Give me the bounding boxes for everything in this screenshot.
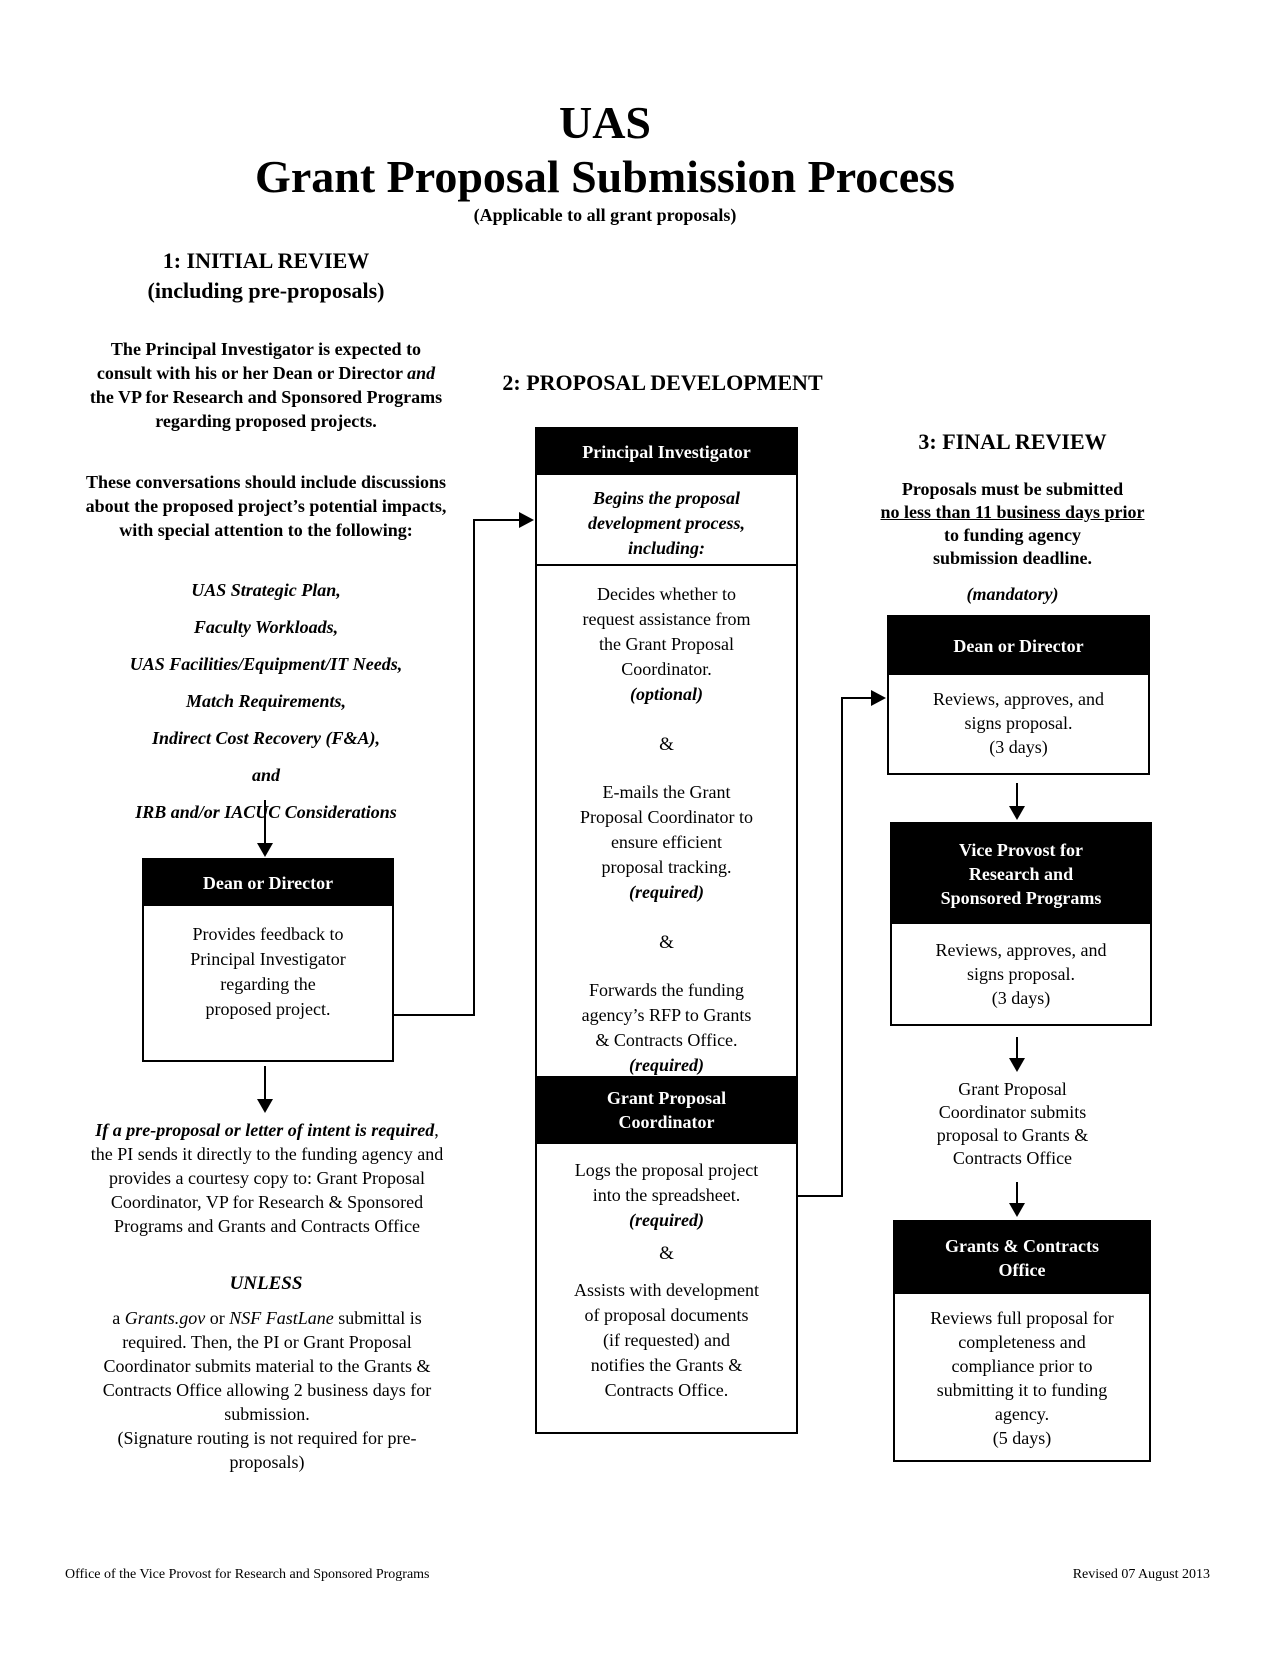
down-arrow-icon	[264, 1066, 266, 1100]
grants-gov-para-mid: or	[205, 1308, 230, 1328]
footer-office-label: Office of the Vice Provost for Research …	[65, 1567, 430, 1582]
step-decides-tag: (optional)	[629, 684, 703, 704]
notice-line: submission deadline.	[932, 548, 1093, 568]
down-arrow-icon	[1016, 1037, 1018, 1059]
amp-separator: &	[659, 932, 674, 953]
dean-director-box: Dean or Director Provides feedback to Pr…	[142, 858, 394, 1062]
submission-deadline-notice: Proposals must be submitted no less than…	[840, 478, 1185, 570]
grants-gov-para: a Grants.gov or NSF FastLane submittal i…	[88, 1306, 446, 1474]
down-arrow-icon	[1009, 1203, 1025, 1217]
grants-contracts-box-header: Grants & Contracts Office	[895, 1222, 1149, 1294]
mandatory-label: (mandatory)	[966, 584, 1059, 604]
consideration-item: Match Requirements,	[185, 691, 346, 711]
consideration-item: UAS Strategic Plan,	[191, 580, 341, 600]
connector-arrow-icon	[519, 512, 534, 528]
grants-contracts-box: Grants & Contracts Office Reviews full p…	[893, 1220, 1151, 1462]
connector-arrow-icon	[871, 690, 886, 706]
section-2-heading: 2: PROPOSAL DEVELOPMENT	[502, 370, 823, 395]
document-title-line2: Grant Proposal Submission Process	[255, 151, 955, 202]
down-arrow-icon	[264, 800, 266, 844]
connector-line	[473, 519, 520, 521]
connector-line	[841, 697, 872, 699]
grants-gov-para-pre: a	[112, 1308, 125, 1328]
final-dean-box-body: Reviews, approves, and signs proposal. (…	[933, 689, 1104, 757]
consideration-item: IRB and/or IACUC Considerations	[135, 802, 397, 822]
down-arrow-icon	[1016, 1182, 1018, 1204]
considerations-list: UAS Strategic Plan, Faculty Workloads, U…	[85, 578, 447, 837]
connector-line	[841, 697, 843, 1197]
gpc-box-header: Grant Proposal Coordinator	[537, 1076, 796, 1144]
section-1-heading-line1: 1: INITIAL REVIEW	[162, 248, 370, 273]
section-3-heading: 3: FINAL REVIEW	[918, 429, 1107, 454]
footer-revised-date: Revised 07 August 2013	[1072, 1567, 1210, 1582]
unless-label: UNLESS	[229, 1273, 303, 1294]
final-dean-box-header: Dean or Director	[889, 617, 1148, 675]
amp-separator: &	[659, 1243, 674, 1264]
connector-line	[473, 519, 475, 1016]
para-conversations: These conversations should include discu…	[85, 472, 447, 540]
principal-investigator-box-header: Principal Investigator	[537, 429, 796, 475]
para-consult-emphasis: and	[407, 363, 436, 383]
down-arrow-icon	[257, 1099, 273, 1113]
vice-provost-box-body: Reviews, approves, and signs proposal. (…	[935, 940, 1107, 1008]
nsf-fastlane-label: NSF FastLane	[229, 1308, 334, 1328]
down-arrow-icon	[1009, 806, 1025, 820]
section-1-heading-line2: (including pre-proposals)	[147, 278, 385, 303]
consideration-item: Faculty Workloads,	[193, 617, 339, 637]
consideration-item: Indirect Cost Recovery (F&A),	[152, 728, 380, 748]
step-logs-tag: (required)	[629, 1210, 704, 1230]
grants-gov-para-post: submittal is required. Then, the PI or G…	[102, 1308, 432, 1472]
section-1-heading: 1: INITIAL REVIEW (including pre-proposa…	[85, 246, 447, 306]
gpc-steps: Logs the proposal project into the sprea…	[537, 1144, 796, 1432]
step-assists: Assists with development of proposal doc…	[574, 1280, 759, 1400]
connector-line	[797, 1195, 843, 1197]
step-logs: Logs the proposal project into the sprea…	[574, 1160, 759, 1205]
document-subtitle: (Applicable to all grant proposals)	[473, 205, 737, 225]
dean-director-box-body: Provides feedback to Principal Investiga…	[190, 924, 346, 1019]
pre-proposal-para-emphasis: If a pre-proposal or letter of intent is…	[95, 1120, 435, 1140]
final-dean-box: Dean or Director Reviews, approves, and …	[887, 615, 1150, 775]
step-emails: E-mails the Grant Proposal Coordinator t…	[580, 782, 753, 877]
vice-provost-box-header: Vice Provost for Research and Sponsored …	[892, 824, 1150, 924]
step-emails-tag: (required)	[629, 882, 704, 902]
pi-steps: Decides whether to request assistance fr…	[537, 566, 796, 1076]
grants-contracts-box-body: Reviews full proposal for completeness a…	[930, 1308, 1114, 1448]
notice-line-underlined: no less than 11 business days prior	[880, 502, 1145, 522]
amp-separator: &	[659, 734, 674, 755]
connector-line	[394, 1014, 475, 1016]
para-consult: The Principal Investigator is expected t…	[85, 337, 447, 433]
principal-investigator-box: Principal Investigator Begins the propos…	[535, 427, 798, 1434]
consideration-item: and	[251, 765, 280, 785]
grants-gov-label: Grants.gov	[124, 1308, 206, 1328]
vice-provost-box: Vice Provost for Research and Sponsored …	[890, 822, 1152, 1026]
pi-intro: Begins the proposal development process,…	[537, 475, 796, 566]
down-arrow-icon	[1009, 1058, 1025, 1072]
pre-proposal-para-rest: , the PI sends it directly to the fundin…	[90, 1120, 444, 1236]
down-arrow-icon	[257, 843, 273, 857]
step-forwards-tag: (required)	[629, 1055, 704, 1075]
pre-proposal-para: If a pre-proposal or letter of intent is…	[88, 1118, 446, 1238]
notice-line: to funding agency	[943, 525, 1082, 545]
para-consult-post: the VP for Research and Sponsored Progra…	[89, 387, 443, 431]
down-arrow-icon	[1016, 783, 1018, 807]
para-consult-pre: The Principal Investigator is expected t…	[96, 339, 422, 383]
step-forwards: Forwards the funding agency’s RFP to Gra…	[581, 980, 752, 1050]
gpc-submits-text: Grant Proposal Coordinator submits propo…	[936, 1079, 1089, 1168]
consideration-item: UAS Facilities/Equipment/IT Needs,	[129, 654, 403, 674]
notice-line: Proposals must be submitted	[901, 479, 1124, 499]
document-title-line1: UAS	[558, 97, 652, 148]
step-decides: Decides whether to request assistance fr…	[582, 584, 751, 679]
dean-director-box-header: Dean or Director	[144, 860, 392, 906]
